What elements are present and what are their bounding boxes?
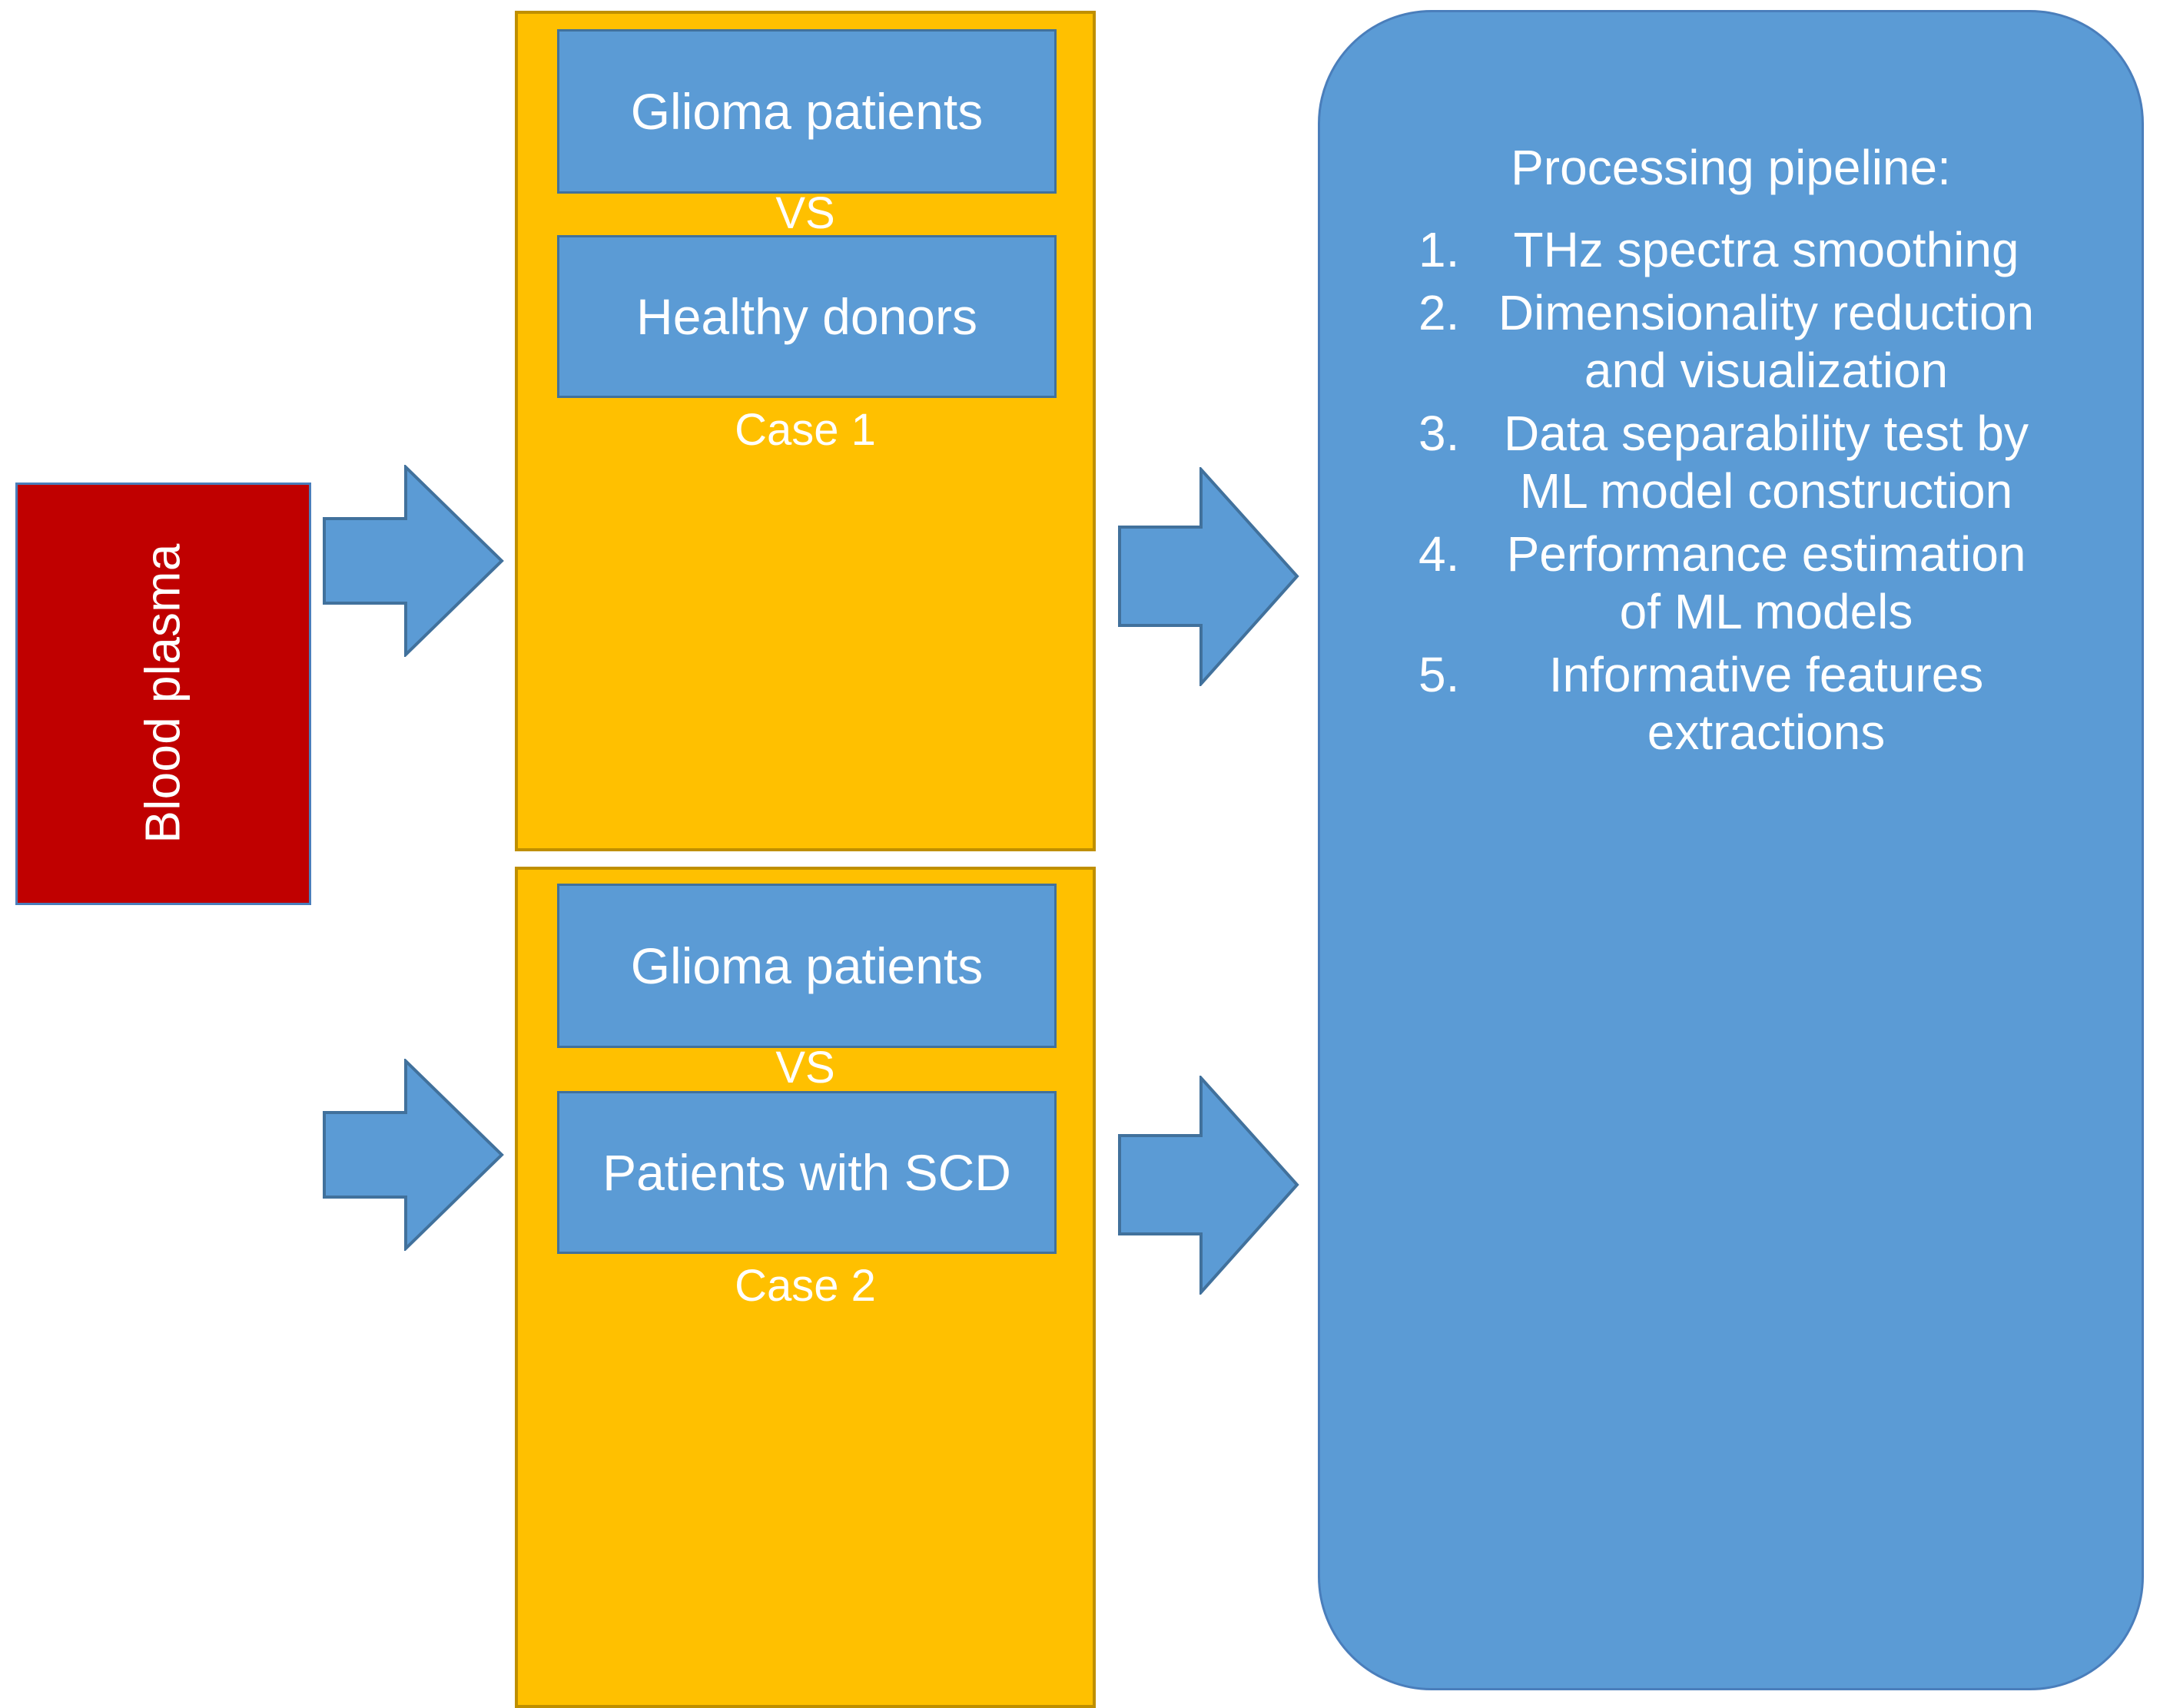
case-2-group-glioma-patients: Glioma patients — [557, 884, 1057, 1048]
pipeline-step-number: 4. — [1418, 526, 1460, 582]
case-1-group-glioma-patients: Glioma patients — [557, 29, 1057, 194]
group-label: Glioma patients — [630, 937, 984, 994]
case-1-name: Case 1 — [735, 405, 876, 455]
pipeline-step-text: Informative features extractions — [1548, 646, 1984, 761]
case-2-group-patients-with-scd: Patients with SCD — [557, 1091, 1057, 1254]
blood-plasma-box: Blood plasma — [15, 483, 311, 905]
case-1-panel: Glioma patients VS Healthy donors Case 1 — [515, 11, 1096, 851]
processing-pipeline-panel: Processing pipeline: 1. THz spectra smoo… — [1318, 10, 2144, 1690]
group-label: Patients with SCD — [602, 1143, 1011, 1201]
pipeline-step-number: 5. — [1418, 646, 1460, 702]
pipeline-step: 5. Informative features extractions — [1320, 646, 2142, 762]
pipeline-step-number: 2. — [1418, 284, 1460, 340]
case-1-group-healthy-donors: Healthy donors — [557, 235, 1057, 398]
pipeline-step-text: Performance estimation of ML models — [1506, 526, 2026, 640]
case-1-vs-label: VS — [775, 188, 835, 238]
pipeline-step: 4. Performance estimation of ML models — [1320, 526, 2142, 642]
pipeline-step: 2. Dimensionality reduction and visualiz… — [1320, 284, 2142, 400]
case-2-vs-label: VS — [775, 1043, 835, 1093]
pipeline-step: 1. THz spectra smoothing — [1320, 221, 2142, 280]
pipeline-step-text: Dimensionality reduction and visualizati… — [1498, 284, 2035, 399]
group-label: Glioma patients — [630, 82, 984, 140]
arrow-case-2-to-pipeline — [1118, 1076, 1299, 1295]
case-2-panel: Glioma patients VS Patients with SCD Cas… — [515, 867, 1096, 1708]
pipeline-content: Processing pipeline: 1. THz spectra smoo… — [1320, 143, 2142, 767]
blood-plasma-label: Blood plasma — [134, 543, 191, 844]
pipeline-step-text: THz spectra smoothing — [1513, 222, 2019, 277]
pipeline-step-text: Data separability test by ML model const… — [1504, 405, 2029, 519]
pipeline-step: 3. Data separability test by ML model co… — [1320, 405, 2142, 521]
arrow-plasma-to-case-1 — [323, 465, 504, 657]
case-2-name: Case 2 — [735, 1261, 876, 1311]
group-label: Healthy donors — [636, 287, 977, 345]
arrow-plasma-to-case-2 — [323, 1059, 504, 1251]
pipeline-title: Processing pipeline: — [1511, 140, 1951, 195]
arrow-case-1-to-pipeline — [1118, 467, 1299, 686]
pipeline-step-number: 1. — [1418, 222, 1460, 277]
pipeline-step-number: 3. — [1418, 405, 1460, 461]
pipeline-step-list: 1. THz spectra smoothing 2. Dimensionali… — [1320, 221, 2142, 762]
